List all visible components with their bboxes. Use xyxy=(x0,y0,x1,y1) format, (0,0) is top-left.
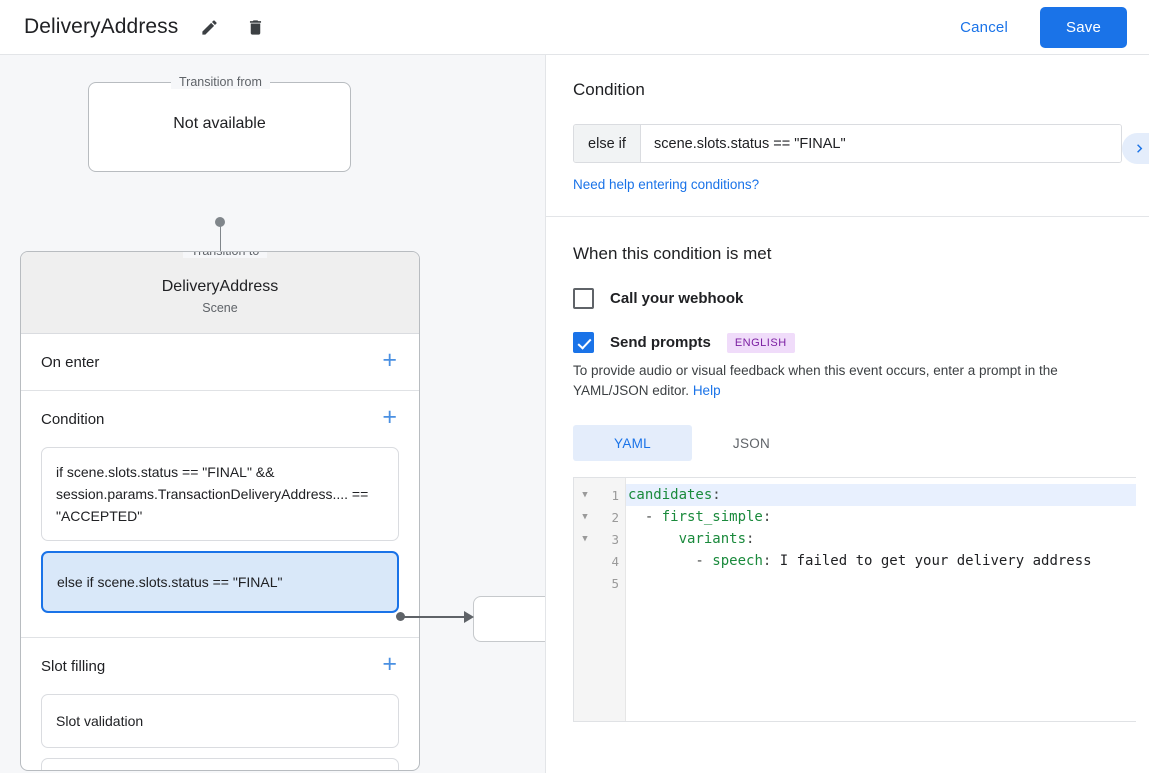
send-prompts-row[interactable]: Send prompts ENGLISH xyxy=(573,332,1122,353)
scene-name: DeliveryAddress xyxy=(161,278,279,295)
code-token: candidates xyxy=(628,487,713,503)
when-met-heading: When this condition is met xyxy=(573,244,772,263)
trash-icon[interactable] xyxy=(240,12,270,42)
code-token: : xyxy=(762,553,780,569)
editor-code-area[interactable]: candidates: - first_simple: variants: - … xyxy=(626,478,1136,721)
page-title: DeliveryAddress xyxy=(24,15,179,38)
section-header-condition: Condition + xyxy=(41,391,399,447)
save-button[interactable]: Save xyxy=(1040,6,1127,48)
edge-arrow-icon xyxy=(464,611,474,623)
list-item[interactable]: TransactionDeliveryAddress xyxy=(41,758,399,770)
connector-line xyxy=(219,222,221,267)
prompt-hint-prefix: To provide audio or visual feedback when… xyxy=(573,363,1058,398)
plus-icon[interactable]: + xyxy=(382,345,397,374)
webhook-checkbox-row[interactable]: Call your webhook xyxy=(573,288,1122,309)
condition-prefix-label: else if xyxy=(574,125,641,162)
list-item-selected[interactable]: else if scene.slots.status == "FINAL" xyxy=(41,551,399,613)
condition-input-row: else if xyxy=(573,124,1122,163)
condition-input[interactable] xyxy=(641,125,1121,162)
code-token: variants xyxy=(678,531,747,547)
editor-gutter-row: ▼2 xyxy=(574,506,625,528)
section-condition: Condition + if scene.slots.status == "FI… xyxy=(21,391,419,638)
code-token: first_simple xyxy=(661,509,763,525)
tab-json[interactable]: JSON xyxy=(732,435,771,451)
section-header-on-enter: On enter + xyxy=(41,334,399,390)
section-title: On enter xyxy=(41,353,100,371)
webhook-checkbox[interactable] xyxy=(573,288,594,309)
scene-graph-canvas: Transition from Not available Transition… xyxy=(0,55,546,773)
code-token xyxy=(628,531,679,547)
fold-triangle-icon[interactable]: ▼ xyxy=(582,490,588,500)
editor-line-number: 3 xyxy=(611,531,619,547)
condition-detail-panel: Condition else if Need help entering con… xyxy=(546,55,1149,773)
section-title: Condition xyxy=(41,410,105,428)
edge-source-dot xyxy=(396,612,405,621)
condition-block: Condition else if Need help entering con… xyxy=(546,55,1149,217)
cancel-button[interactable]: Cancel xyxy=(946,11,1022,44)
editor-line-number: 1 xyxy=(611,487,619,503)
transition-from-card: Transition from Not available xyxy=(88,75,351,172)
condition-heading: Condition xyxy=(573,80,645,99)
editor-line-number: 4 xyxy=(611,553,619,569)
section-title: Slot filling xyxy=(41,657,106,675)
send-prompts-checkbox[interactable] xyxy=(573,332,594,353)
transition-from-value: Not available xyxy=(173,115,266,132)
fold-triangle-icon[interactable]: ▼ xyxy=(582,512,588,522)
code-token: - xyxy=(628,553,713,569)
prompt-hint-text: To provide audio or visual feedback when… xyxy=(573,361,1122,401)
slot-list: Slot validation TransactionDeliveryAddre… xyxy=(41,694,399,770)
plus-icon[interactable]: + xyxy=(382,649,397,678)
transition-from-legend: Transition from xyxy=(171,75,270,89)
transition-to-legend: Transition to xyxy=(183,252,268,258)
tab-yaml[interactable]: YAML xyxy=(573,425,692,461)
code-token: : xyxy=(712,487,721,503)
plus-icon[interactable]: + xyxy=(382,402,397,431)
scene-header: DeliveryAddress Scene xyxy=(21,252,419,334)
send-prompts-label: Send prompts xyxy=(610,334,711,351)
code-token: - xyxy=(628,509,662,525)
code-token: speech xyxy=(712,553,763,569)
webhook-label: Call your webhook xyxy=(610,290,744,307)
chevron-right-icon[interactable] xyxy=(1122,133,1149,164)
list-item[interactable]: Slot validation xyxy=(41,694,399,748)
section-slot-filling: Slot filling + Slot validation Transacti… xyxy=(21,638,419,770)
code-token: : xyxy=(762,509,772,525)
section-header-slot-filling: Slot filling + xyxy=(41,638,399,694)
editor-line-number: 5 xyxy=(611,575,619,591)
transition-to-card: Transition to DeliveryAddress Scene On e… xyxy=(20,251,420,771)
editor-code-line[interactable]: - speech: I failed to get your delivery … xyxy=(626,550,1136,572)
pencil-icon[interactable] xyxy=(194,12,224,42)
language-badge: ENGLISH xyxy=(726,332,795,353)
condition-help-link[interactable]: Need help entering conditions? xyxy=(573,177,760,192)
scene-type-label: Scene xyxy=(202,301,238,315)
edge-line xyxy=(404,616,466,618)
editor-code-line[interactable] xyxy=(626,572,1136,594)
editor-line-number: 2 xyxy=(611,509,619,525)
editor-code-line[interactable]: variants: xyxy=(626,528,1136,550)
help-link[interactable]: Help xyxy=(692,383,721,398)
editor-gutter-row: ▼1 xyxy=(574,484,625,506)
editor-code-line[interactable]: - first_simple: xyxy=(626,506,1136,528)
main-content: Transition from Not available Transition… xyxy=(0,55,1149,773)
target-node-card[interactable] xyxy=(473,596,545,642)
list-item[interactable]: if scene.slots.status == "FINAL" && sess… xyxy=(41,447,399,541)
top-app-bar: DeliveryAddress Cancel Save xyxy=(0,0,1149,55)
condition-list: if scene.slots.status == "FINAL" && sess… xyxy=(41,447,399,637)
editor-gutter-row: 4 xyxy=(574,550,625,572)
section-on-enter: On enter + xyxy=(21,334,419,391)
editor-gutter-row: ▼3 xyxy=(574,528,625,550)
code-token: I failed to get your delivery address xyxy=(779,553,1092,569)
editor-code-line[interactable]: candidates: xyxy=(626,484,1136,506)
code-token: : xyxy=(746,531,755,547)
fold-triangle-icon[interactable]: ▼ xyxy=(582,534,588,544)
editor-gutter-row: 5 xyxy=(574,572,625,594)
when-condition-met-block: When this condition is met Call your web… xyxy=(546,217,1149,722)
editor-format-tabs: YAML JSON xyxy=(573,425,1122,461)
